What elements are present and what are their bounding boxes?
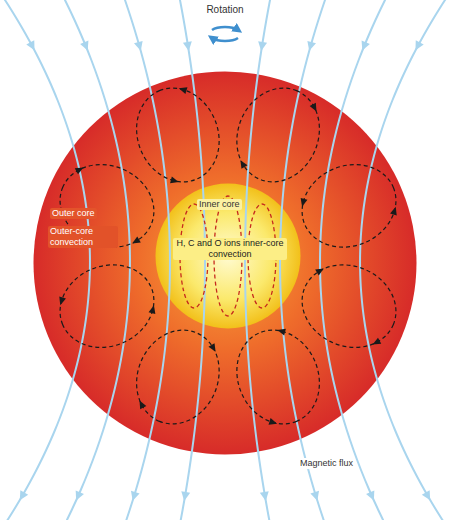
field-arrowhead [134, 41, 145, 52]
outer-core-sphere: Outer coreOuter-core convection Inner cor… [33, 71, 417, 455]
field-arrowhead [128, 491, 139, 502]
field-arrowhead [180, 491, 190, 501]
field-arrowhead [422, 490, 434, 502]
field-arrowhead [257, 41, 267, 51]
rotation-label: Rotation [204, 4, 245, 16]
sphere-body [156, 184, 301, 329]
sphere-outline [33, 71, 417, 455]
field-arrowhead [412, 40, 424, 52]
field-arrowhead [80, 41, 92, 53]
field-arrowhead [260, 491, 270, 501]
field-arrowhead [310, 491, 321, 502]
field-arrowhead [26, 40, 38, 52]
process-label: Outer-core convection [48, 226, 118, 248]
rotation-symbol [212, 27, 238, 41]
process-label: H, C and O ions inner-core convection [173, 238, 287, 260]
field-label: Magnetic flux [298, 458, 355, 469]
field-arrowhead [305, 41, 316, 52]
field-arrowhead [183, 41, 193, 51]
region-label: Outer core [50, 208, 97, 219]
sphere-body [34, 72, 417, 455]
rotation-arrow [212, 27, 238, 30]
field-arrowhead [366, 490, 378, 502]
field-arrowhead [16, 490, 28, 502]
region-label: Inner core [197, 199, 242, 210]
rotation-arrow [212, 38, 238, 41]
inner-core-sphere: Inner core H, C and O ions inner-core con… [155, 183, 301, 329]
field-arrowhead [72, 490, 84, 502]
field-arrowhead [358, 41, 370, 53]
